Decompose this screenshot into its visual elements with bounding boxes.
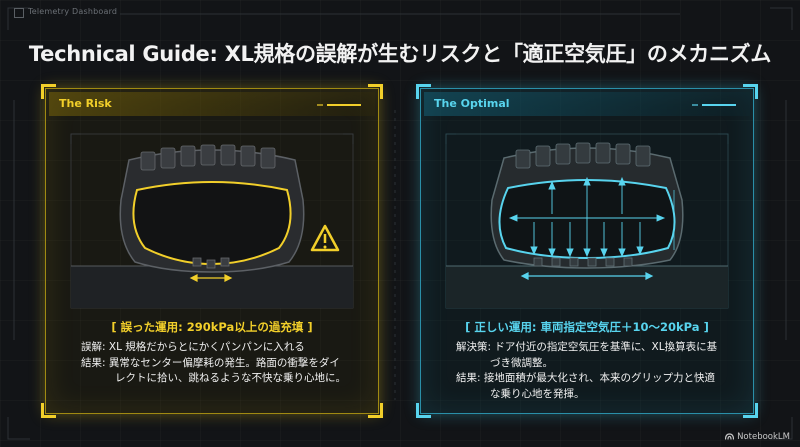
risk-panel-header: The Risk [49, 92, 375, 116]
header-decor [327, 104, 361, 106]
window-icon [14, 8, 24, 18]
risk-caption: [ 誤った運用: 290kPa以上の過充填 ] [111, 320, 313, 334]
branding-label: NotebookLM [725, 432, 790, 442]
optimal-caption: [ 正しい運用: 車両指定空気圧＋10〜20kPa ] [465, 320, 709, 334]
header-decor [692, 104, 698, 106]
page-title: Technical Guide: XL規格の誤解が生むリスクと「適正空気圧」のメ… [28, 42, 772, 66]
optimal-panel-title: The Optimal [434, 97, 510, 110]
risk-description: 誤解: XL 規格だからとにかくパンパンに入れる 結果: 異常なセンター偏摩耗の… [81, 340, 365, 387]
corner-bracket [368, 84, 383, 99]
optimal-panel-header: The Optimal [424, 92, 750, 116]
corner-bracket [743, 84, 758, 99]
optimal-line-2: づき微調整。 [490, 356, 553, 369]
header-decor [702, 104, 736, 106]
risk-panel-title: The Risk [59, 97, 112, 110]
header-decor [317, 104, 323, 106]
notebooklm-logo-icon [725, 433, 735, 440]
optimal-line-4: な乗り心地を発揮。 [490, 387, 585, 400]
corner-bracket [416, 403, 431, 418]
risk-panel: The Risk [41, 84, 383, 418]
corner-bracket [743, 403, 758, 418]
optimal-line-1: 解決策: ドア付近の指定空気圧を基準に、XL換算表に基 [456, 341, 718, 353]
warning-triangle-icon [310, 224, 340, 252]
optimal-line-3: 結果: 接地面積が最大化され、本来のグリップ力と快適 [456, 372, 715, 384]
window-title: Telemetry Dashboard [28, 7, 118, 16]
overinflated-tire-diagram [70, 133, 354, 309]
corner-bracket [41, 84, 56, 99]
risk-line-2: 結果: 異常なセンター偏摩耗の発生。路面の衝撃をダイ [81, 356, 340, 369]
corner-bracket [41, 403, 56, 418]
optimal-tire-diagram [445, 133, 729, 309]
brand-name: NotebookLM [737, 432, 790, 442]
corner-bracket [368, 403, 383, 418]
optimal-panel: The Optimal [416, 84, 758, 418]
risk-line-3: レクトに拾い、跳ねるような不快な乗り心地に。 [115, 372, 346, 384]
risk-line-1: 誤解: XL 規格だからとにかくパンパンに入れる [81, 341, 305, 353]
corner-bracket [416, 84, 431, 99]
optimal-description: 解決策: ドア付近の指定空気圧を基準に、XL換算表に基 づき微調整。 結果: 接… [456, 340, 740, 402]
